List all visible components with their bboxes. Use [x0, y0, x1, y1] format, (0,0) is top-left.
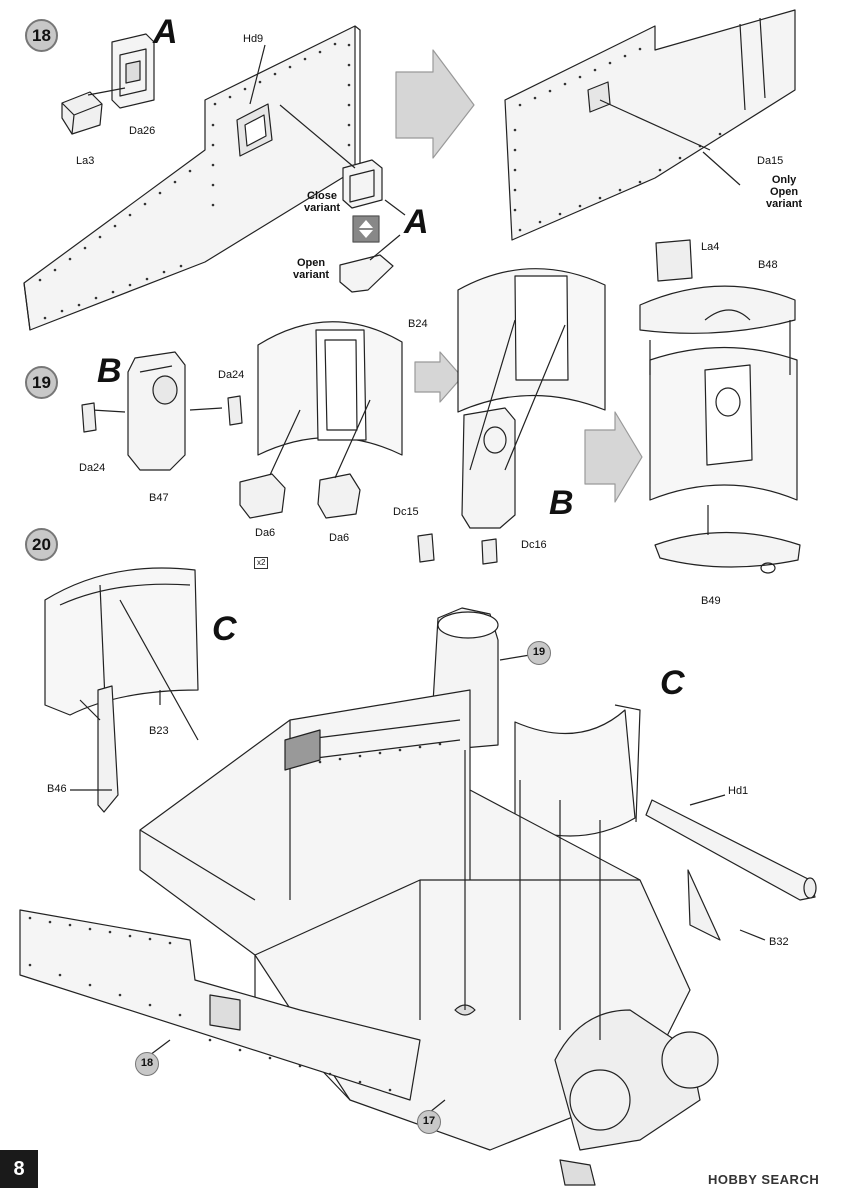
- door-da6-left: [239, 473, 286, 519]
- part-label-hd9: Hd9: [243, 33, 264, 45]
- front-plate: [19, 909, 421, 1101]
- part-label-da24-left: Da24: [79, 462, 106, 474]
- hull-plate-result: [504, 9, 796, 241]
- only-open-variant-note: Only Open variant: [766, 174, 802, 210]
- step-number-20: 20: [25, 528, 58, 561]
- callout-letter-c: C: [212, 610, 237, 648]
- turret-b47: [127, 351, 186, 471]
- part-label-b49: B49: [701, 595, 721, 607]
- reference-step-19: 19: [527, 641, 551, 665]
- swap-icon: [352, 215, 380, 243]
- door-da6-right: [317, 473, 361, 519]
- part-label-b23: B23: [149, 725, 169, 737]
- step-number-18: 18: [25, 19, 58, 52]
- watermark: HOBBY SEARCH: [708, 1172, 820, 1187]
- cupola-b48: [639, 285, 796, 334]
- hull-plate-hd9: [23, 25, 361, 331]
- callout-letter-c-second: C: [660, 664, 685, 702]
- part-label-dc16: Dc16: [521, 539, 547, 551]
- part-label-b47: B47: [149, 492, 169, 504]
- hinge-da24-right: [227, 395, 243, 426]
- quantity-times-two: x2: [254, 557, 269, 569]
- part-label-b48: B48: [758, 259, 778, 271]
- step-number-19: 19: [25, 366, 58, 399]
- turret-assembled-open: [457, 268, 606, 413]
- part-label-da6-right: Da6: [329, 532, 350, 544]
- close-variant-line1: Close: [307, 190, 338, 202]
- part-label-da26: Da26: [129, 125, 156, 137]
- callout-letter-b: B: [97, 352, 122, 390]
- close-variant-note: Close variant: [304, 190, 340, 214]
- callout-letter-a-second: A: [404, 203, 429, 241]
- shield-b23: [44, 567, 199, 716]
- reference-step-17: 17: [417, 1110, 441, 1134]
- part-label-hd1: Hd1: [728, 785, 749, 797]
- suspension: [554, 1009, 719, 1186]
- part-label-b32: B32: [769, 936, 789, 948]
- visor-open-variant: [339, 254, 394, 293]
- hatch-da26: [111, 33, 155, 109]
- visor-close-variant: [342, 159, 383, 209]
- part-dc16: [481, 538, 498, 565]
- open-variant-line2: variant: [293, 269, 330, 281]
- part-label-da24-right: Da24: [218, 369, 245, 381]
- callout-letter-b-second: B: [549, 484, 574, 522]
- rivet-row-18: [38, 42, 351, 320]
- part-label-b24: B24: [408, 318, 428, 330]
- open-variant-line1: Open: [296, 257, 326, 269]
- process-arrow-19a: [414, 351, 463, 403]
- process-arrow-18: [395, 49, 475, 159]
- only-open-line3: variant: [766, 198, 803, 210]
- floor-b49: [654, 531, 801, 574]
- only-open-line2: Open: [769, 186, 799, 198]
- part-label-dc15: Dc15: [393, 506, 419, 518]
- close-variant-line2: variant: [304, 202, 341, 214]
- turret-final-19: [649, 346, 798, 501]
- callout-letter-a: A: [153, 13, 178, 51]
- gun-barrel-hd1: [645, 799, 817, 901]
- part-dc15: [417, 533, 435, 563]
- shield-c: [514, 704, 641, 837]
- hatch-la3: [61, 91, 103, 135]
- part-label-da6-left: Da6: [255, 527, 276, 539]
- process-arrow-19b: [584, 411, 643, 503]
- page-number: 8: [0, 1150, 38, 1188]
- engine-grill: [284, 729, 321, 771]
- turret-b-inset: [461, 407, 516, 529]
- turret-shell-b24: [257, 321, 403, 456]
- part-label-la4: La4: [701, 241, 720, 253]
- part-label-da15: Da15: [757, 155, 784, 167]
- open-variant-note: Open variant: [293, 257, 329, 281]
- reference-step-18: 18: [135, 1052, 159, 1076]
- part-label-b46: B46: [47, 783, 67, 795]
- only-open-line1: Only: [771, 174, 797, 186]
- part-label-la3: La3: [76, 155, 95, 167]
- hinge-da24-left: [81, 402, 97, 433]
- strip-b46: [97, 685, 119, 813]
- hatch-la4: [655, 239, 693, 282]
- bracket-b32: [687, 869, 721, 941]
